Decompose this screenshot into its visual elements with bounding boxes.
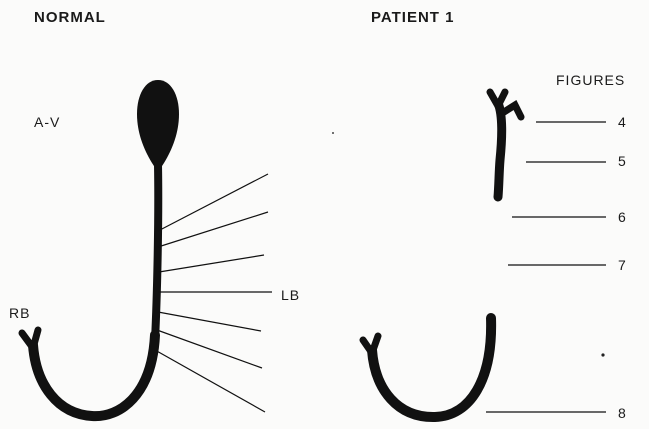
speck bbox=[601, 353, 604, 356]
leader-line bbox=[159, 255, 264, 272]
figure-number-7: 7 bbox=[618, 257, 627, 273]
right-bundle-fork bbox=[22, 330, 38, 348]
leader-line bbox=[158, 312, 261, 331]
label-av: A-V bbox=[34, 114, 60, 130]
patient-upper-fork bbox=[490, 92, 521, 117]
heading-patient: PATIENT 1 bbox=[371, 9, 454, 26]
normal-u-bundle bbox=[33, 335, 155, 416]
av-node bbox=[137, 80, 179, 172]
label-figures: FIGURES bbox=[556, 72, 625, 88]
leader-line bbox=[158, 174, 268, 231]
figure-number-4: 4 bbox=[618, 114, 627, 130]
normal-leader-lines bbox=[155, 174, 272, 412]
patient-u-bundle bbox=[372, 318, 491, 417]
patient-lower-fork bbox=[363, 336, 378, 353]
leader-line bbox=[158, 212, 268, 247]
patient-conduction-system: 4 5 6 7 8 bbox=[363, 92, 627, 421]
leader-line bbox=[155, 350, 265, 412]
figure-number-8: 8 bbox=[618, 405, 627, 421]
figure-number-6: 6 bbox=[618, 209, 627, 225]
figure-number-5: 5 bbox=[618, 153, 627, 169]
label-rb: RB bbox=[9, 305, 30, 321]
patient-upper-fragment bbox=[498, 103, 502, 197]
label-lb: LB bbox=[281, 287, 300, 303]
normal-conduction-system bbox=[22, 80, 272, 416]
speck bbox=[332, 132, 334, 134]
heading-normal: NORMAL bbox=[34, 9, 106, 26]
leader-line bbox=[157, 330, 262, 368]
his-bundle bbox=[155, 165, 158, 340]
